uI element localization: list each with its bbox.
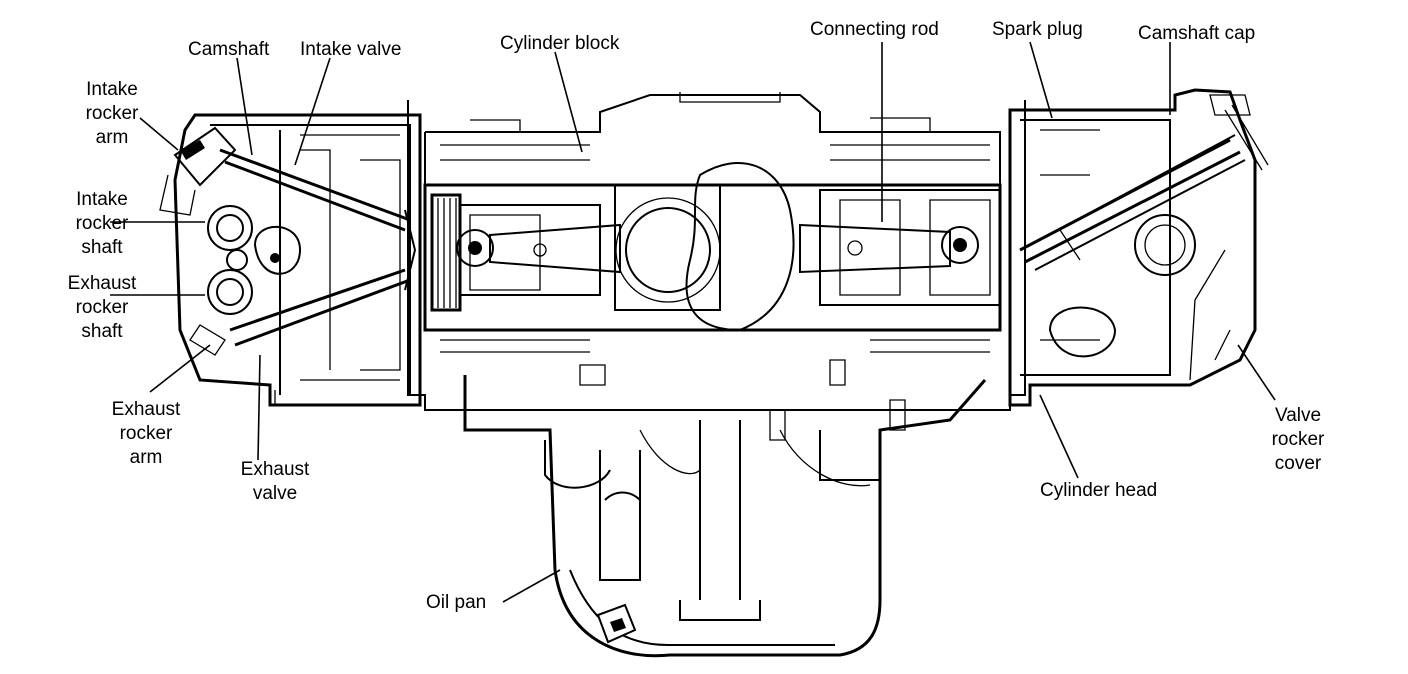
- label-intake-valve: Intake valve: [300, 39, 402, 60]
- label-connecting-rod: Connecting rod: [810, 19, 939, 40]
- label-exhaust-valve: Exhaust valve: [240, 459, 310, 504]
- label-oil-pan: Oil pan: [426, 592, 487, 613]
- label-exhaust-rocker-shaft: Exhaust rocker shaft: [67, 273, 137, 342]
- label-camshaft-cap: Camshaft cap: [1138, 23, 1256, 44]
- leader-lines: [110, 41, 1276, 603]
- label-cylinder-block: Cylinder block: [500, 33, 620, 54]
- label-camshaft: Camshaft: [188, 39, 270, 60]
- right-cylinder-head-drawing: [1008, 88, 1269, 407]
- label-intake-rocker-arm: Intake rocker arm: [85, 79, 139, 148]
- left-cylinder-head-drawing: [159, 113, 422, 407]
- label-intake-rocker-shaft: Intake rocker shaft: [75, 189, 129, 258]
- label-spark-plug: Spark plug: [992, 19, 1083, 40]
- label-valve-rocker-cover: Valve rocker cover: [1271, 405, 1325, 474]
- label-exhaust-rocker-arm: Exhaust rocker arm: [111, 399, 181, 468]
- cylinder-block-drawing: [407, 92, 1026, 411]
- oil-pan-drawing: [463, 359, 987, 658]
- label-cylinder-head: Cylinder head: [1040, 480, 1158, 501]
